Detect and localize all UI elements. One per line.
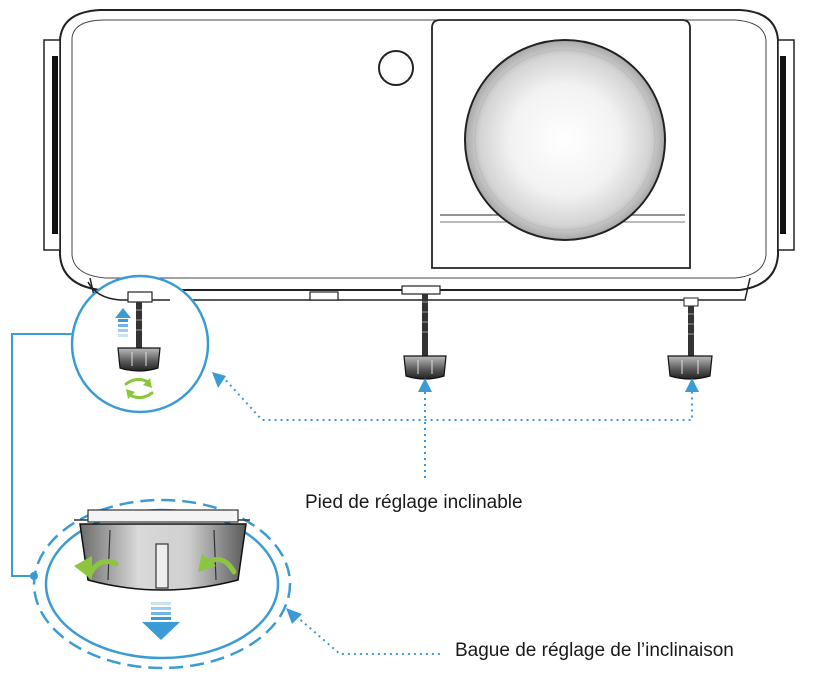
curved-arrow-icon <box>74 554 237 580</box>
tilt-ring-label: Bague de réglage de l’inclinaison <box>455 640 734 661</box>
foot-detail-callout <box>70 274 210 414</box>
tilt-foot-middle <box>403 294 447 380</box>
right-vent <box>777 39 795 251</box>
left-vent <box>43 39 61 251</box>
down-arrow-icon <box>142 602 180 640</box>
callout-connector-line <box>11 333 72 577</box>
pointer-arrowheads <box>212 372 699 392</box>
tilt-ring-callout <box>32 498 292 670</box>
tilt-foot-right <box>667 297 713 380</box>
rotate-icon <box>124 377 154 400</box>
lens-housing <box>431 19 691 269</box>
tilt-ring-pointer-line <box>286 608 440 655</box>
tilt-foot-label: Pied de réglage inclinable <box>305 492 523 513</box>
tilt-foot-pointer-lines <box>221 375 693 478</box>
projector-body <box>43 9 795 301</box>
sensor-button <box>378 50 414 86</box>
projector-lens <box>464 39 666 241</box>
up-arrow-icon <box>115 308 131 337</box>
